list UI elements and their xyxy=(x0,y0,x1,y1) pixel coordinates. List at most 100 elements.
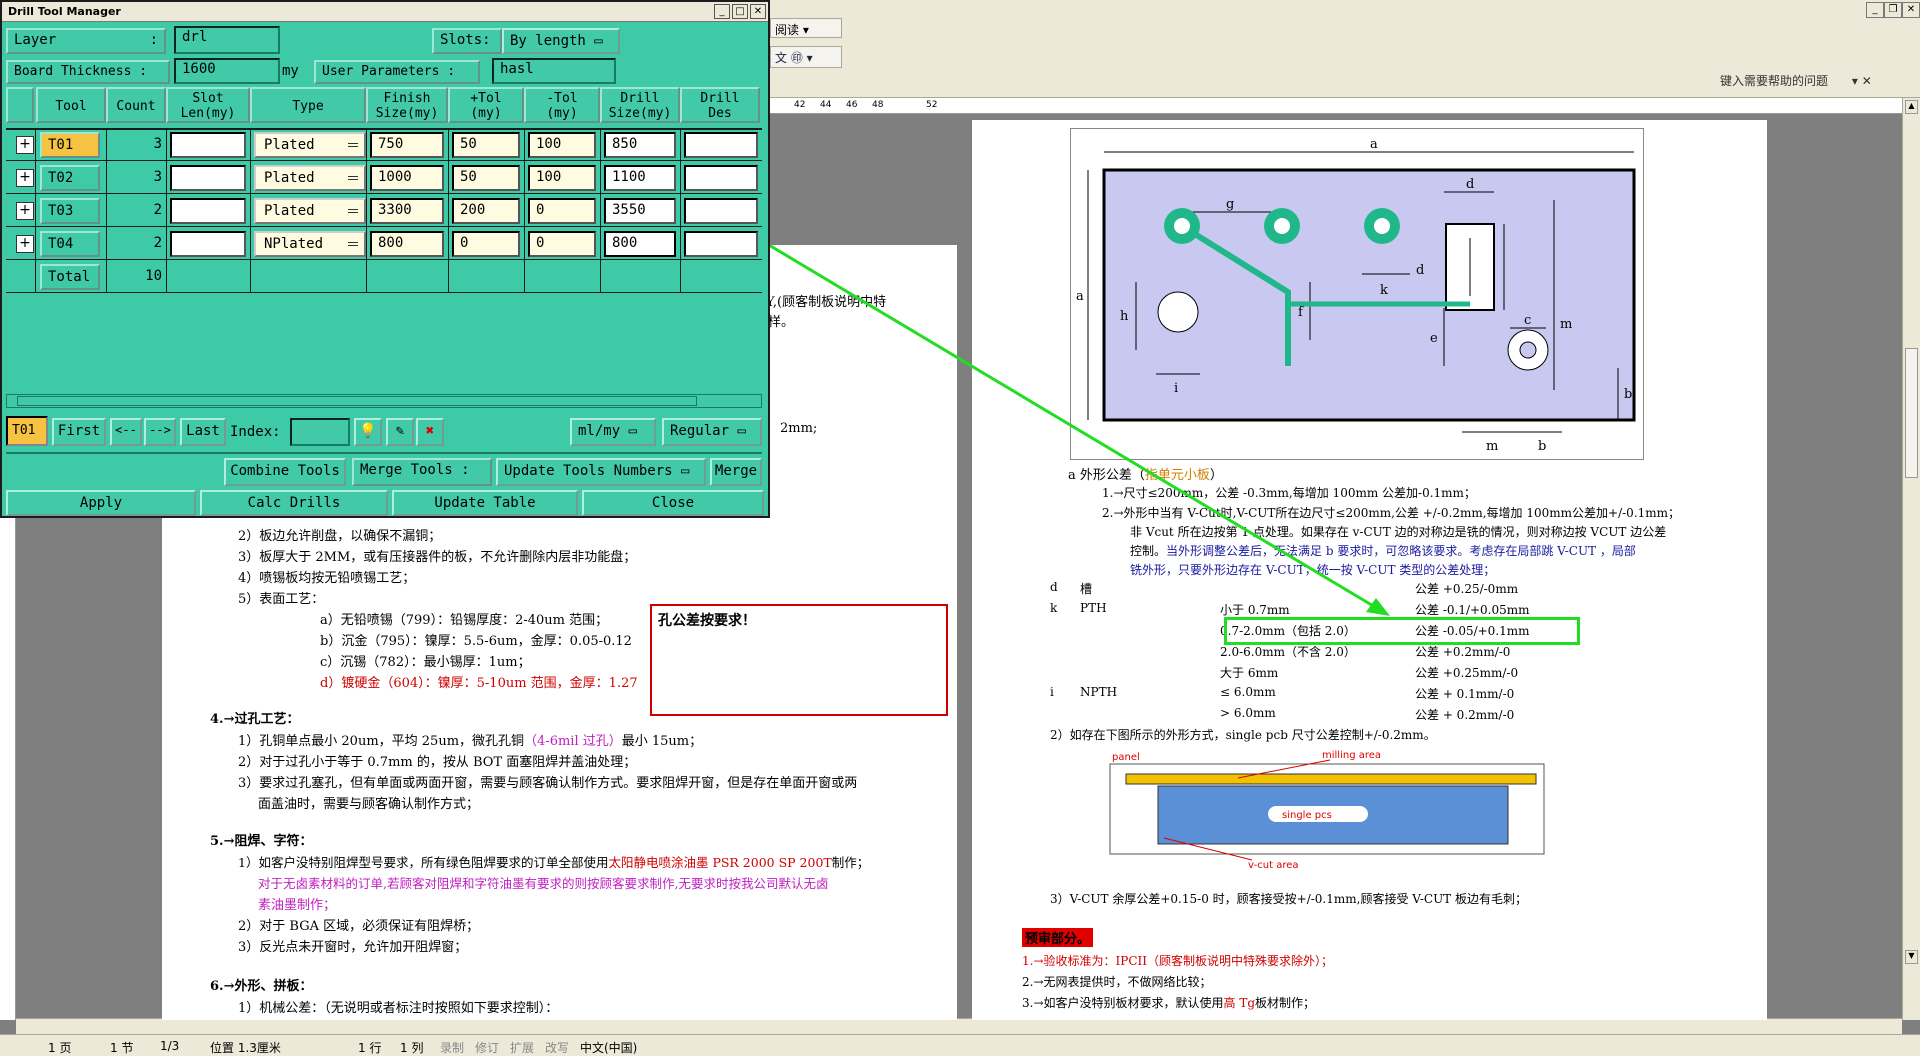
expand-row-icon[interactable]: + xyxy=(16,136,34,154)
tool-cell[interactable]: T02 xyxy=(40,165,100,191)
minus-tol-field[interactable]: 100 xyxy=(528,165,596,191)
dialog-close-icon[interactable]: ✕ xyxy=(750,4,766,19)
drill-size-field[interactable]: 850 xyxy=(604,132,676,158)
slot-len-field[interactable] xyxy=(170,198,246,224)
drill-size-field[interactable]: 1100 xyxy=(604,165,676,191)
minimize-icon[interactable]: _ xyxy=(1866,2,1884,18)
tool-cell[interactable]: T01 xyxy=(40,132,100,158)
col-header-finish-size[interactable]: Finish Size(my) xyxy=(366,87,448,123)
status-record[interactable]: 录制 xyxy=(440,1041,465,1055)
finish-size-field[interactable]: 3300 xyxy=(370,198,444,224)
col-header-slot-len[interactable]: Slot Len(my) xyxy=(166,87,250,123)
tolerance-tol: 公差 + 0.2mm/-0 xyxy=(1415,708,1515,722)
index-field[interactable] xyxy=(290,418,350,446)
col-header-tool[interactable]: Tool xyxy=(36,87,106,123)
panel-label: panel xyxy=(1112,752,1140,763)
minus-tol-field[interactable]: 0 xyxy=(528,198,596,224)
table-hscrollbar[interactable] xyxy=(6,394,762,408)
status-overwrite[interactable]: 改写 xyxy=(545,1041,570,1055)
col-header-plus-tol[interactable]: +Tol (my) xyxy=(448,87,524,123)
merge-tools-select[interactable]: Update Tools Numbers ▭ xyxy=(496,458,706,486)
slot-len-field[interactable] xyxy=(170,132,246,158)
user-params-field[interactable]: hasl xyxy=(492,58,616,84)
horizontal-scrollbar[interactable] xyxy=(16,1018,1902,1034)
type-value: NPlated xyxy=(264,236,324,252)
finish-size-field[interactable]: 750 xyxy=(370,132,444,158)
board-thickness-field[interactable]: 1600 xyxy=(174,58,280,84)
next-button[interactable]: --> xyxy=(144,418,176,446)
layer-field[interactable]: drl xyxy=(174,26,280,54)
col-header-minus-tol[interactable]: -Tol (my) xyxy=(524,87,600,123)
dialog-maximize-icon[interactable]: □ xyxy=(732,4,748,19)
drill-size-field[interactable]: 3550 xyxy=(604,198,676,224)
expand-row-icon[interactable]: + xyxy=(16,235,34,253)
delete-icon[interactable]: ✖ xyxy=(416,418,444,446)
drill-des-field[interactable] xyxy=(684,198,758,224)
status-revise[interactable]: 修订 xyxy=(475,1041,500,1055)
col-header-type[interactable]: Type xyxy=(250,87,366,123)
plus-tol-field[interactable]: 200 xyxy=(452,198,520,224)
close-icon[interactable]: ✕ xyxy=(1902,2,1920,18)
restore-icon[interactable]: ❐ xyxy=(1884,2,1902,18)
expand-row-icon[interactable]: + xyxy=(16,202,34,220)
status-extend[interactable]: 扩展 xyxy=(510,1041,535,1055)
section-heading: 6.→外形、拼板： xyxy=(210,979,313,994)
col-header-drill-des[interactable]: Drill Des xyxy=(680,87,760,123)
finish-size-field[interactable]: 800 xyxy=(370,231,444,257)
board-thickness-label: Board Thickness : xyxy=(6,60,170,84)
expand-row-icon[interactable]: + xyxy=(16,169,34,187)
type-select[interactable]: Plated xyxy=(254,132,366,158)
scroll-thumb[interactable] xyxy=(1905,348,1918,478)
format-toolbar-fragment[interactable]: 文 ㊞ ▾ xyxy=(770,46,842,68)
vertical-scrollbar[interactable]: ▲ ▼ xyxy=(1902,98,1920,1020)
minus-tol-field[interactable]: 100 xyxy=(528,132,596,158)
minus-tol-field[interactable]: 0 xyxy=(528,231,596,257)
type-select[interactable]: Plated xyxy=(254,165,366,191)
combine-tools-button[interactable]: Combine Tools xyxy=(224,458,346,486)
type-select[interactable]: Plated xyxy=(254,198,366,224)
drill-size-field[interactable]: 800 xyxy=(604,231,676,257)
plus-tol-field[interactable]: 50 xyxy=(452,165,520,191)
slot-len-field[interactable] xyxy=(170,165,246,191)
panel-diagram: single pcs panel milling area v-cut area xyxy=(1109,750,1545,870)
bulb-icon[interactable]: 💡 xyxy=(354,418,382,446)
tool-cell[interactable]: T03 xyxy=(40,198,100,224)
prev-button[interactable]: <-- xyxy=(110,418,142,446)
slots-select[interactable]: By length ▭ xyxy=(502,28,620,54)
tolerance-tol: 公差 +0.25mm/-0 xyxy=(1415,666,1519,680)
dim-label: b xyxy=(1624,387,1632,402)
merge-button[interactable]: Merge xyxy=(710,458,762,486)
count-cell: 3 xyxy=(153,136,162,152)
unit-select[interactable]: ml/my ▭ xyxy=(570,418,656,446)
scroll-up-icon[interactable]: ▲ xyxy=(1905,100,1918,114)
apply-button[interactable]: Apply xyxy=(6,490,196,516)
table-scroll-thumb[interactable] xyxy=(17,396,697,406)
finish-size-field[interactable]: 1000 xyxy=(370,165,444,191)
type-select[interactable]: NPlated xyxy=(254,231,366,257)
milling-label: milling area xyxy=(1322,750,1381,761)
dialog-minimize-icon[interactable]: _ xyxy=(714,4,730,19)
first-button[interactable]: First xyxy=(52,418,106,446)
plus-tol-field[interactable]: 0 xyxy=(452,231,520,257)
calc-drills-button[interactable]: Calc Drills xyxy=(200,490,388,516)
edit-icon[interactable]: ✎ xyxy=(386,418,414,446)
drill-des-field[interactable] xyxy=(684,132,758,158)
drill-des-field[interactable] xyxy=(684,231,758,257)
last-button[interactable]: Last xyxy=(180,418,226,446)
help-dropdown-icon[interactable]: ▾ xyxy=(1851,74,1858,88)
read-button[interactable]: 阅读 ▾ xyxy=(770,18,842,38)
mode-select[interactable]: Regular ▭ xyxy=(662,418,762,446)
tool-cell[interactable]: T04 xyxy=(40,231,100,257)
scroll-down-icon[interactable]: ▼ xyxy=(1905,950,1918,964)
help-search-input[interactable]: 键入需要帮助的问题 ▾ ✕ xyxy=(1720,74,1872,88)
drill-des-field[interactable] xyxy=(684,165,758,191)
doc-text: 非 Vcut 所在边按第 1 点处理。如果存在 v-CUT 边的对称边是铣的情况… xyxy=(1130,525,1667,539)
tolerance-code: d xyxy=(1050,580,1058,594)
close-button[interactable]: Close xyxy=(582,490,764,516)
plus-tol-field[interactable]: 50 xyxy=(452,132,520,158)
col-header-drill-size[interactable]: Drill Size(my) xyxy=(600,87,680,123)
close-doc-icon[interactable]: ✕ xyxy=(1861,74,1872,88)
col-header-count[interactable]: Count xyxy=(106,87,166,123)
update-table-button[interactable]: Update Table xyxy=(392,490,578,516)
slot-len-field[interactable] xyxy=(170,231,246,257)
